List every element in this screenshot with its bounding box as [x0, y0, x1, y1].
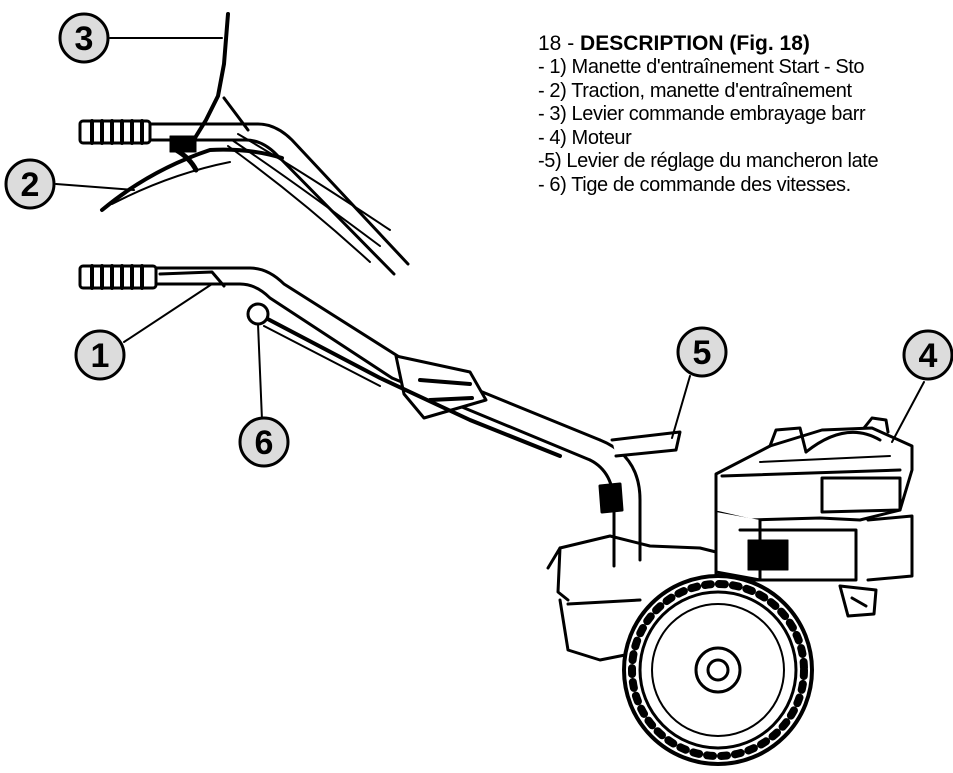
wheel — [622, 574, 814, 766]
svg-text:3: 3 — [75, 20, 94, 58]
upper-handlebar — [78, 12, 410, 276]
svg-text:4: 4 — [919, 337, 938, 375]
legend-item-5: -5) Levier de réglage du mancheron late — [538, 150, 879, 173]
svg-text:5: 5 — [693, 334, 712, 372]
callout-3: 3 — [58, 12, 110, 64]
legend-heading: DESCRIPTION (Fig. 18) — [580, 32, 810, 55]
callout-4: 4 — [902, 329, 953, 381]
engine — [714, 416, 914, 582]
callout-6: 6 — [238, 416, 290, 468]
svg-text:6: 6 — [255, 424, 274, 462]
svg-text:1: 1 — [91, 337, 110, 375]
main-handlebar — [78, 264, 682, 568]
callout-1: 1 — [74, 329, 126, 381]
legend-item-3: - 3) Levier commande embrayage barr — [538, 103, 866, 126]
callout-5: 5 — [676, 326, 728, 378]
legend-item-6: - 6) Tige de commande des vitesses. — [538, 173, 851, 196]
legend-title: 18 - DESCRIPTION (Fig. 18) — [538, 32, 953, 55]
legend-item-4: - 4) Moteur — [538, 126, 632, 149]
callout-2: 2 — [4, 158, 56, 210]
legend-item-1: - 1) Manette d'entraînement Start - Sto — [538, 56, 865, 78]
svg-text:2: 2 — [21, 166, 40, 204]
description-legend: 18 - DESCRIPTION (Fig. 18) - 1) Manette … — [538, 32, 953, 198]
legend-item-2: - 2) Traction, manette d'entraînement — [538, 79, 852, 102]
legend-prefix: 18 - — [538, 32, 581, 55]
callout-leaders — [55, 37, 925, 443]
gearbox — [546, 534, 878, 662]
